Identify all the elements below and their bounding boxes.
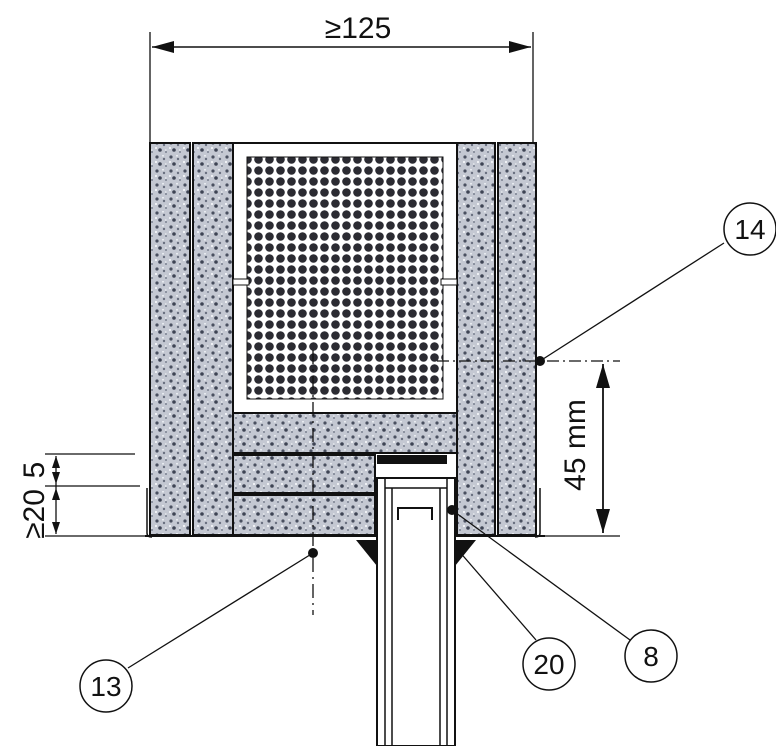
callout-13-circle — [79, 659, 133, 713]
seal-wedge-left — [356, 540, 377, 566]
duct-outer — [376, 477, 456, 746]
width-dimension-label: ≥125 — [325, 12, 392, 45]
height-arrow-bottom — [596, 509, 610, 533]
left-dimensions: 5 ≥20 — [18, 453, 145, 539]
callout-13-label: 13 — [90, 671, 121, 702]
left-dim-bottom-label: ≥20 — [18, 489, 51, 539]
trim-left — [146, 488, 153, 538]
width-dimension: ≥125 — [149, 12, 534, 143]
callout-8-leader — [451, 509, 631, 641]
insulation-board-right-inner — [456, 142, 496, 536]
callout-8-dot — [447, 505, 457, 515]
left-arrow-4 — [52, 522, 60, 534]
grille-clip-right — [440, 278, 458, 286]
callout-14: 14 — [535, 202, 776, 366]
callout-20-circle — [522, 637, 576, 691]
callout-20-label: 20 — [533, 649, 564, 680]
height-arrow-top — [596, 364, 610, 388]
wall-insulation-group — [149, 142, 537, 536]
insulation-board-left-inner — [192, 142, 234, 536]
black-seal-strip — [377, 455, 447, 464]
callout-13: 13 — [79, 548, 318, 713]
duct-tube — [356, 477, 476, 746]
left-arrow-3 — [52, 488, 60, 500]
grille-clip-left — [232, 278, 250, 286]
callout-8-circle — [624, 629, 678, 683]
callout-13-leader — [127, 552, 314, 669]
lower-insulation-strip-bottom — [232, 494, 376, 536]
callout-14-circle — [723, 202, 776, 256]
height-dimension-label: 45 mm — [559, 399, 592, 491]
callout-20: 20 — [457, 549, 576, 691]
insulation-board-right-outer — [497, 142, 537, 536]
base-and-trims — [145, 488, 545, 538]
callout-13-dot — [308, 548, 318, 558]
callout-14-label: 14 — [734, 214, 765, 245]
seal-wedge-right — [455, 540, 476, 566]
callout-14-leader — [539, 242, 725, 362]
left-arrow-1 — [52, 456, 60, 468]
grille-assembly — [232, 142, 458, 414]
callout-20-leader — [457, 549, 537, 641]
height-dimension-right: 45 mm — [437, 360, 620, 537]
grille-mesh — [246, 156, 444, 400]
width-arrow-left — [152, 41, 174, 53]
left-arrow-2 — [52, 472, 60, 484]
callout-8: 8 — [447, 505, 678, 683]
trim-right — [534, 488, 541, 538]
lower-insulation-group — [232, 412, 458, 536]
lower-insulation-strip-top — [232, 412, 458, 454]
insulation-board-left-outer — [149, 142, 191, 536]
left-dim-top-label: 5 — [18, 462, 51, 479]
width-arrow-right — [509, 41, 531, 53]
callout-14-dot — [535, 356, 545, 366]
lower-insulation-strip-middle — [232, 454, 376, 494]
duct-bracket — [397, 507, 433, 520]
callout-8-label: 8 — [643, 641, 659, 672]
